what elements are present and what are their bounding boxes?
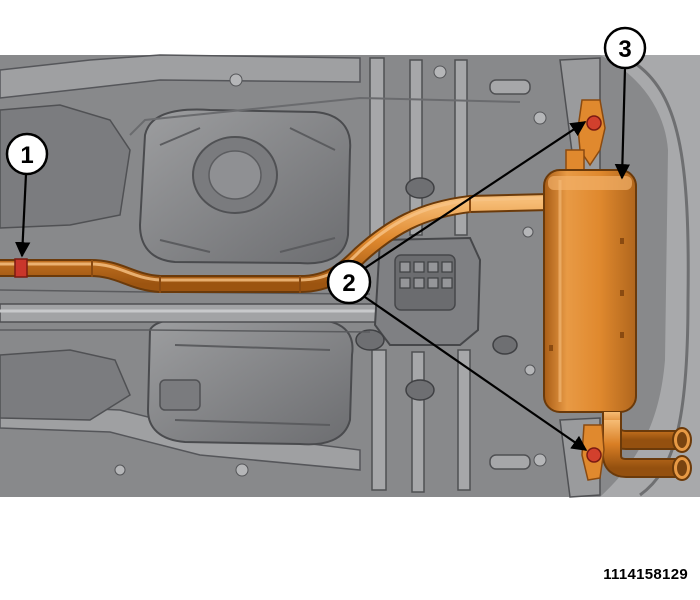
callout-3-number: 3: [618, 36, 631, 63]
callout-2-number: 2: [342, 270, 355, 297]
leader-2-lower: [361, 294, 588, 451]
callout-1: 1: [5, 132, 49, 176]
figure-id: 1114158129: [603, 566, 688, 583]
callout-1-number: 1: [20, 142, 33, 169]
leader-1: [14, 173, 31, 258]
upper-frame-rail: [0, 54, 361, 99]
rear-panel: [600, 55, 700, 497]
muffler: [543, 169, 637, 413]
exhaust-system: [0, 99, 692, 481]
driveshaft: [0, 303, 421, 323]
callout-2-circle: [326, 259, 372, 305]
lower-hanger-isolator: [586, 447, 602, 463]
callout-2: 2: [326, 259, 372, 305]
callout-1-circle: [5, 132, 49, 176]
upper-hanger-isolator: [586, 115, 602, 131]
callout-3: 3: [603, 26, 647, 70]
callout-leaders: [14, 67, 631, 451]
leader-3: [614, 67, 631, 180]
leader-2-upper: [361, 121, 587, 271]
callout-3-circle: [603, 26, 647, 70]
exhaust-clamp: [14, 258, 28, 278]
